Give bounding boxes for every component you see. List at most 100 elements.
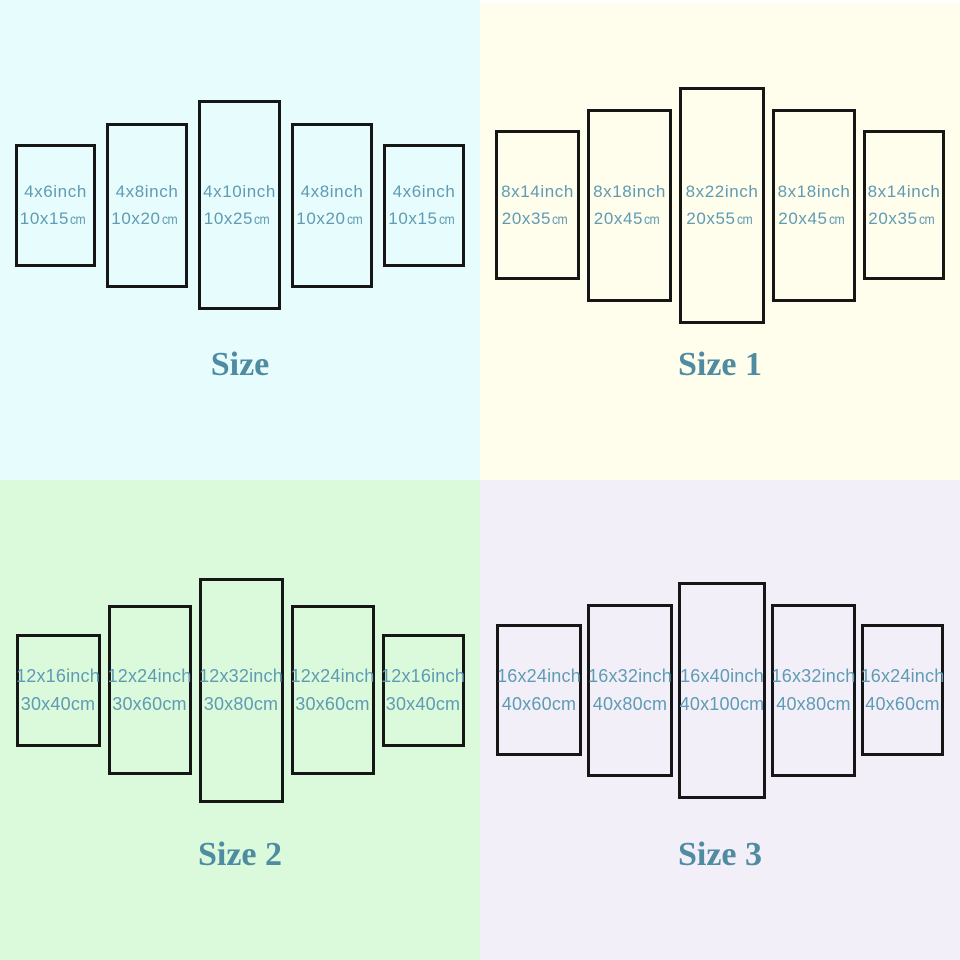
dims-text: 20x35 xyxy=(501,209,552,228)
panel-size-inches: 4x6inch xyxy=(392,182,456,201)
panel-size-inches: 12x24inch xyxy=(107,666,192,686)
panel-size-cm: 20x35cm xyxy=(868,205,941,232)
canvas-panel: 4x8inch 10x20cm xyxy=(106,122,188,288)
unit-text: cm xyxy=(70,694,96,714)
panel-size-cm: 30x80cm xyxy=(199,690,283,718)
panel-size-cm: 40x80cm xyxy=(772,690,856,718)
unit-text: cm xyxy=(915,694,940,714)
dims-text: 40x80 xyxy=(776,694,827,714)
panel-label: 16x32inch 40x80cm xyxy=(772,662,856,718)
unit-text: cm xyxy=(644,212,660,228)
dims-text: 20x45 xyxy=(593,209,644,228)
panel-label: 12x24inch 30x60cm xyxy=(291,662,375,718)
unit-text: cm xyxy=(346,212,363,228)
panel-size-inches: 16x32inch xyxy=(588,666,672,686)
unit-text: cm xyxy=(345,694,370,714)
canvas-panel: 12x16inch 30x40cm xyxy=(15,633,101,747)
dims-text: 30x80 xyxy=(203,694,254,714)
canvas-panel: 4x6inch 10x15cm xyxy=(15,143,96,267)
dims-text: 40x80 xyxy=(592,694,643,714)
panel-label: 16x40inch 40x100cm xyxy=(680,662,765,718)
size-chart-title: Size 2 xyxy=(197,836,283,873)
unit-text: cm xyxy=(642,694,668,714)
dims-text: 10x20 xyxy=(296,209,346,228)
dims-text: 10x15 xyxy=(388,209,438,228)
unit-text: cm xyxy=(254,212,270,228)
unit-text: cm xyxy=(438,212,455,228)
panel-size-inches: 12x32inch xyxy=(199,666,283,686)
canvas-panel: 8x14inch 20x35cm xyxy=(863,130,945,280)
unit-text: cm xyxy=(70,212,86,228)
panel-label: 8x14inch 20x35cm xyxy=(868,178,941,232)
canvas-panel: 4x6inch 10x15cm xyxy=(383,143,465,267)
panel-size-cm: 10x20cm xyxy=(111,205,182,232)
panel-size-inches: 8x18inch xyxy=(593,182,666,201)
panel-label: 16x24inch 40x60cm xyxy=(861,662,945,718)
size-chart-title: Size xyxy=(210,346,270,383)
size-chart-title: Size 1 xyxy=(677,346,763,383)
panel-size-inches: 12x16inch xyxy=(16,666,100,686)
panel-size-inches: 16x24inch xyxy=(497,666,581,686)
panel-label: 8x18inch 20x45cm xyxy=(593,178,666,232)
unit-text: cm xyxy=(552,212,568,228)
panel-size-inches: 8x14inch xyxy=(867,182,941,201)
panel-size-cm: 10x25cm xyxy=(203,205,276,232)
canvas-panel: 8x18inch 20x45cm xyxy=(772,108,856,302)
dims-text: 30x40 xyxy=(385,694,436,714)
panel-size-inches: 12x24inch xyxy=(290,666,375,686)
canvas-panel: 16x24inch 40x60cm xyxy=(861,624,944,756)
dims-text: 40x100 xyxy=(679,694,740,714)
panel-label: 4x10inch 10x25cm xyxy=(203,178,276,232)
panel-label: 4x8inch 10x20cm xyxy=(111,178,182,232)
panel-label: 8x22inch 20x55cm xyxy=(686,178,759,232)
panel-size-inches: 16x32inch xyxy=(771,666,856,686)
panel-label: 12x32inch 30x80cm xyxy=(199,662,283,718)
canvas-panel: 8x22inch 20x55cm xyxy=(679,86,765,324)
dims-text: 20x55 xyxy=(686,209,736,228)
panel-size-cm: 20x55cm xyxy=(686,205,759,232)
canvas-panel: 16x24inch 40x60cm xyxy=(496,624,582,756)
panel-size-inches: 4x8inch xyxy=(300,182,364,201)
panel-label: 16x24inch 40x60cm xyxy=(497,662,581,718)
panel-label: 16x32inch 40x80cm xyxy=(588,662,672,718)
dims-text: 20x35 xyxy=(868,209,918,228)
unit-text: cm xyxy=(739,694,765,714)
dims-text: 40x60 xyxy=(865,694,916,714)
panel-size-cm: 20x45cm xyxy=(593,205,666,232)
unit-text: cm xyxy=(736,212,753,228)
dims-text: 10x25 xyxy=(203,209,254,228)
panel-label: 8x14inch 20x35cm xyxy=(501,178,574,232)
canvas-panel: 16x32inch 40x80cm xyxy=(771,603,856,777)
unit-text: cm xyxy=(918,212,935,228)
canvas-panel: 12x24inch 30x60cm xyxy=(290,605,375,775)
quadrant-size-1: 8x14inch 20x35cm 8x18inch 20x45cm 8x22in… xyxy=(480,0,960,480)
panel-size-cm: 10x15cm xyxy=(20,205,91,232)
quadrant-size-3: 16x24inch 40x60cm 16x32inch 40x80cm 16x4… xyxy=(480,480,960,960)
panel-label: 12x16inch 30x40cm xyxy=(381,662,465,718)
unit-text: cm xyxy=(253,694,279,714)
unit-text: cm xyxy=(435,694,461,714)
panel-size-inches: 12x16inch xyxy=(381,666,465,686)
dims-text: 40x60 xyxy=(501,694,552,714)
unit-text: cm xyxy=(162,694,187,714)
panel-size-cm: 40x60cm xyxy=(861,690,945,718)
panel-size-cm: 30x40cm xyxy=(381,690,465,718)
panel-label: 4x6inch 10x15cm xyxy=(388,178,459,232)
panel-size-inches: 8x14inch xyxy=(501,182,574,201)
panel-size-cm: 10x20cm xyxy=(296,205,367,232)
canvas-panel: 16x32inch 40x80cm xyxy=(587,603,673,777)
panel-size-cm: 20x45cm xyxy=(778,205,851,232)
canvas-panel: 16x40inch 40x100cm xyxy=(678,581,766,799)
panel-size-cm: 30x60cm xyxy=(108,690,192,718)
size-chart-title: Size 3 xyxy=(677,836,763,873)
panel-size-cm: 30x60cm xyxy=(291,690,375,718)
dims-text: 10x15 xyxy=(19,209,70,228)
canvas-panel: 12x16inch 30x40cm xyxy=(381,633,465,747)
panel-size-inches: 16x24inch xyxy=(860,666,945,686)
quadrant-size: 4x6inch 10x15cm 4x8inch 10x20cm 4x10inch… xyxy=(0,0,480,480)
unit-text: cm xyxy=(826,694,851,714)
panel-size-inches: 8x22inch xyxy=(685,182,759,201)
canvas-panel: 8x18inch 20x45cm xyxy=(587,108,672,302)
panel-size-inches: 8x18inch xyxy=(777,182,851,201)
